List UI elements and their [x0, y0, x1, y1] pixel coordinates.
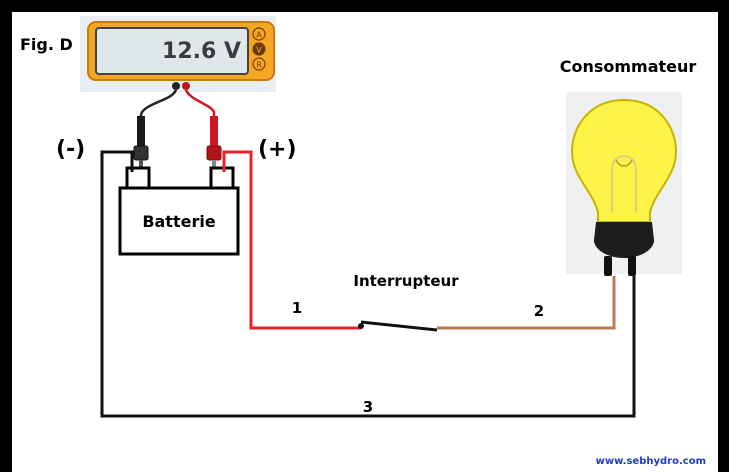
- battery-body: [118, 186, 240, 256]
- meter-reading: 12.6 V: [162, 39, 241, 64]
- figure-label: Fig. D: [20, 35, 73, 54]
- switch-label: Interrupteur: [353, 272, 459, 290]
- wire-3: [100, 150, 636, 418]
- meter-mode-v-icon: V: [252, 42, 266, 56]
- battery-pos-terminal: [209, 166, 235, 190]
- battery-neg-terminal: [125, 166, 151, 190]
- credit-text: www.sebhydro.com: [596, 456, 706, 467]
- wire-2-number: 2: [534, 302, 544, 320]
- meter-lead-red: [184, 89, 216, 118]
- switch: [358, 320, 438, 332]
- svg-text:R: R: [256, 61, 262, 70]
- battery-label: Batterie: [142, 212, 216, 231]
- wire-1-number: 1: [292, 299, 302, 317]
- meter-lead-black: [138, 89, 178, 119]
- wire-2: [437, 276, 616, 330]
- probe-red: [206, 116, 222, 170]
- wire-3-number: 3: [363, 398, 373, 416]
- negative-terminal-label: (-): [56, 137, 85, 162]
- svg-text:A: A: [256, 31, 262, 40]
- meter-display: [95, 27, 249, 75]
- light-bulb-icon: [566, 92, 682, 276]
- svg-text:V: V: [256, 46, 262, 55]
- positive-terminal-label: (+): [258, 137, 297, 162]
- consumer-label: Consommateur: [560, 57, 697, 76]
- meter-mode-r-icon: R: [252, 57, 266, 71]
- battery: Batterie: [118, 166, 240, 256]
- probe-black: [133, 116, 149, 170]
- meter-mode-a-icon: A: [252, 27, 266, 41]
- multimeter: 12.6 V A V R: [80, 16, 276, 92]
- wire-1: [222, 150, 361, 330]
- switch-lever: [360, 320, 438, 332]
